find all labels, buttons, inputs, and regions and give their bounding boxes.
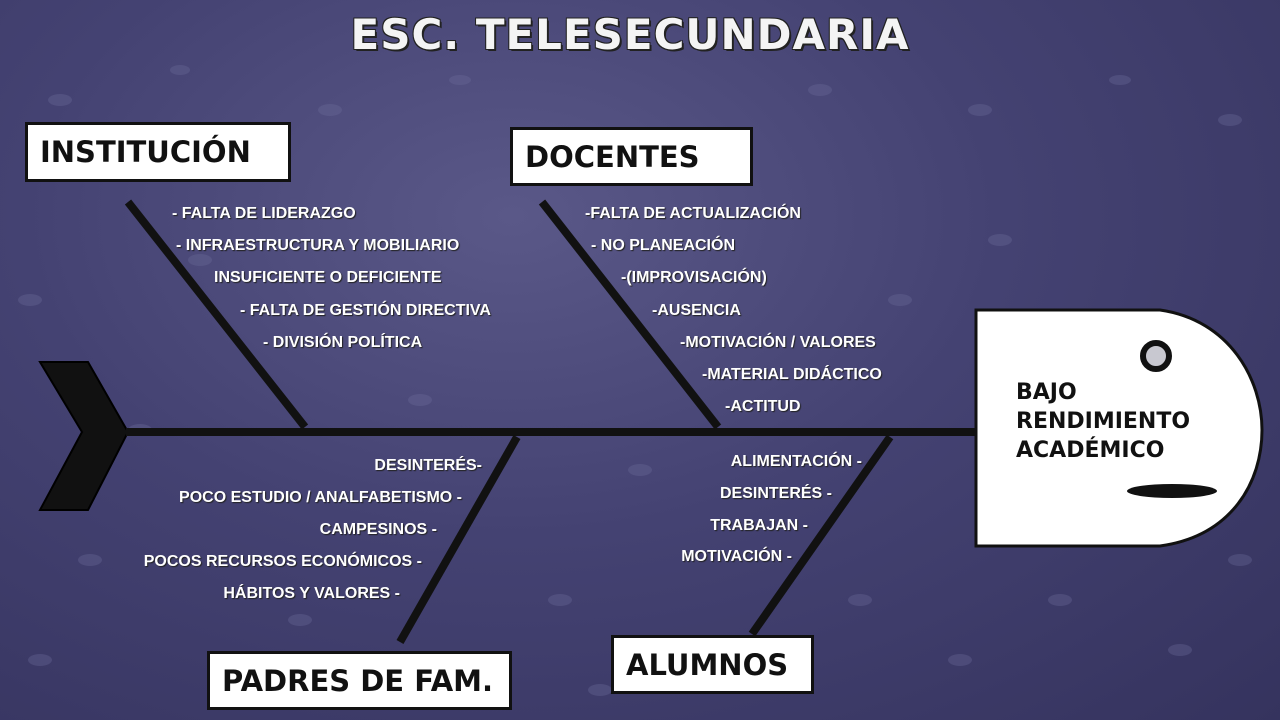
category-institucion: INSTITUCIÓN	[25, 122, 291, 182]
effect-label: BAJO RENDIMIENTO ACADÉMICO	[1016, 378, 1226, 465]
category-label: PADRES DE FAM.	[222, 663, 494, 698]
cause-institucion-3: INSUFICIENTE O DEFICIENTE	[214, 269, 442, 286]
bone-padres	[396, 435, 521, 644]
fish-tail	[38, 361, 130, 511]
bone-docentes	[538, 199, 722, 430]
cause-docentes-1: -FALTA DE ACTUALIZACIÓN	[585, 205, 801, 222]
cause-docentes-2: - NO PLANEACIÓN	[591, 237, 735, 254]
cause-alumnos-3: TRABAJAN -	[710, 517, 808, 534]
cause-institucion-5: - DIVISIÓN POLÍTICA	[263, 334, 423, 351]
cause-institucion-4: - FALTA DE GESTIÓN DIRECTIVA	[240, 302, 491, 319]
cause-institucion-2: - INFRAESTRUCTURA Y MOBILIARIO	[176, 237, 460, 254]
category-label: DOCENTES	[525, 139, 700, 174]
cause-padres-1: DESINTERÉS-	[374, 457, 482, 474]
cause-padres-5: HÁBITOS Y VALORES -	[223, 585, 400, 602]
bone-alumnos	[748, 434, 894, 637]
fish-mouth-icon	[1127, 484, 1217, 498]
cause-docentes-7: -ACTITUD	[725, 398, 801, 415]
cause-alumnos-4: MOTIVACIÓN -	[681, 548, 792, 565]
page-title: ESC. TELESECUNDARIA	[350, 10, 910, 59]
cause-padres-3: CAMPESINOS -	[319, 521, 437, 538]
cause-padres-4: POCOS RECURSOS ECONÓMICOS -	[143, 553, 422, 570]
category-alumnos: ALUMNOS	[611, 635, 814, 694]
effect-line-3: ACADÉMICO	[1016, 438, 1165, 463]
category-docentes: DOCENTES	[510, 127, 753, 186]
category-label: ALUMNOS	[626, 647, 789, 682]
effect-line-1: BAJO	[1016, 380, 1077, 405]
cause-alumnos-2: DESINTERÉS -	[719, 485, 832, 502]
cause-alumnos-1: ALIMENTACIÓN -	[730, 453, 862, 470]
effect-line-2: RENDIMIENTO	[1016, 409, 1191, 434]
cause-docentes-4: -AUSENCIA	[652, 302, 741, 319]
fish-eye-icon	[1140, 340, 1172, 372]
cause-docentes-6: -MATERIAL DIDÁCTICO	[702, 366, 882, 383]
category-label: INSTITUCIÓN	[40, 135, 251, 169]
cause-docentes-5: -MOTIVACIÓN / VALORES	[680, 334, 876, 351]
category-padres: PADRES DE FAM.	[207, 651, 512, 710]
cause-padres-2: POCO ESTUDIO / ANALFABETISMO -	[179, 489, 462, 506]
cause-institucion-1: - FALTA DE LIDERAZGO	[172, 205, 356, 222]
cause-docentes-3: -(IMPROVISACIÓN)	[621, 269, 767, 286]
bone-institucion	[124, 199, 309, 430]
